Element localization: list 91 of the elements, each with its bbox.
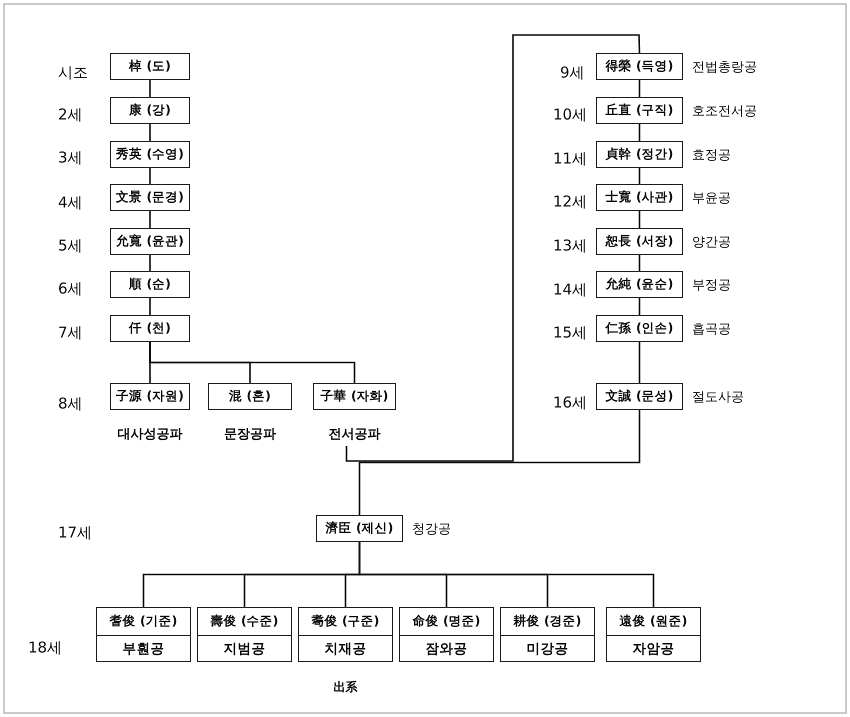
title-label: 효정공	[692, 146, 731, 164]
generation-label: 5세	[58, 236, 83, 256]
connector-line	[149, 211, 151, 228]
generation-label: 16세	[553, 394, 588, 412]
person-name: 得榮 (득영)	[606, 58, 674, 75]
title-label: 부윤공	[692, 190, 731, 206]
person-name: 康 (강)	[129, 102, 171, 119]
note-label: 出系	[334, 679, 358, 696]
title-label: 호조전서공	[692, 102, 757, 120]
connector-line	[638, 255, 640, 271]
person-box	[96, 607, 191, 662]
title-label: 흡곡공	[692, 320, 731, 338]
person-name: 仟 (천)	[129, 320, 171, 337]
generation-label: 6세	[58, 280, 83, 298]
title-label: 청강공	[412, 520, 451, 538]
title-text: 자암공	[607, 634, 700, 662]
title-text: 잠와공	[400, 634, 493, 662]
title-label: 부정공	[692, 276, 731, 294]
person-box	[500, 607, 595, 662]
person-name: 混 (혼)	[229, 388, 271, 405]
person-name: 棹 (도)	[129, 58, 171, 75]
title-label: 전법총랑공	[692, 58, 757, 76]
generation-label: 3세	[58, 148, 83, 168]
connector-line	[638, 211, 640, 228]
person-box	[197, 607, 292, 662]
name-box	[110, 228, 190, 255]
name-box	[110, 315, 190, 342]
generation-label: 15세	[553, 324, 588, 342]
person-name: 貞幹 (정간)	[606, 146, 674, 163]
name-box	[110, 53, 190, 80]
person-name: 允寬 (윤관)	[116, 233, 184, 250]
person-name: 文景 (문경)	[116, 189, 184, 206]
title-text: 부훤공	[97, 634, 190, 662]
person-name: 耆俊 (기준)	[108, 612, 178, 630]
generation-label: 13세	[553, 236, 588, 256]
connector-line	[638, 342, 640, 383]
generation-label: 7세	[58, 324, 83, 342]
person-name: 文誠 (문성)	[606, 388, 674, 405]
branch-label: 전서공파	[328, 426, 380, 443]
connector-line	[358, 410, 640, 515]
generation-label: 17세	[58, 524, 92, 542]
generation-label: 4세	[58, 194, 83, 212]
branch-label: 대사성공파	[118, 426, 182, 443]
generation-label: 12세	[553, 192, 588, 212]
connector-line	[149, 298, 151, 315]
person-name: 順 (순)	[129, 276, 171, 293]
person-name: 子華 (자화)	[320, 388, 388, 405]
person-box	[399, 607, 494, 662]
person-name: 壽俊 (수준)	[210, 612, 280, 630]
connector-line	[149, 342, 356, 383]
generation-label: 시조	[58, 64, 88, 82]
title-label: 양간공	[692, 234, 731, 250]
connector-line	[149, 168, 151, 184]
generation-label: 2세	[58, 106, 83, 124]
person-name: 耕俊 (경준)	[512, 612, 582, 630]
connector-line	[346, 34, 640, 462]
connector-line	[149, 80, 151, 97]
person-name: 恕長 (서장)	[606, 233, 674, 250]
connector-line	[149, 124, 151, 141]
connector-line	[638, 168, 640, 184]
title-text: 미강공	[501, 634, 594, 662]
person-name: 命俊 (명준)	[412, 612, 482, 630]
person-name: 遠俊 (원준)	[618, 612, 688, 630]
person-box	[606, 607, 701, 662]
connector-line	[638, 298, 640, 315]
person-name: 丘直 (구직)	[606, 102, 674, 119]
connector-line	[149, 255, 151, 271]
person-name: 仁孫 (인손)	[606, 320, 674, 337]
name-box	[110, 271, 190, 298]
generation-label: 14세	[553, 280, 588, 300]
person-name: 士寬 (사관)	[606, 189, 674, 206]
name-box	[110, 97, 190, 124]
person-name: 濟臣 (제신)	[326, 520, 394, 537]
title-label: 절도사공	[692, 388, 744, 406]
generation-label: 9세	[560, 64, 585, 82]
branch-label: 문장공파	[224, 426, 276, 443]
name-box	[110, 184, 190, 211]
person-name: 允純 (윤순)	[606, 276, 674, 293]
person-name: 子源 (자원)	[116, 388, 184, 405]
name-box	[110, 141, 190, 168]
title-text: 지범공	[198, 634, 291, 662]
generation-label: 10세	[553, 106, 588, 124]
connector-line	[358, 542, 654, 607]
generation-label: 18세	[28, 638, 62, 658]
connector-line	[638, 124, 640, 141]
connector-line	[638, 80, 640, 97]
person-name: 耈俊 (구준)	[310, 612, 380, 630]
person-name: 秀英 (수영)	[116, 146, 184, 163]
generation-label: 11세	[553, 150, 588, 168]
title-text: 치재공	[299, 634, 392, 662]
generation-label: 8세	[58, 394, 83, 414]
